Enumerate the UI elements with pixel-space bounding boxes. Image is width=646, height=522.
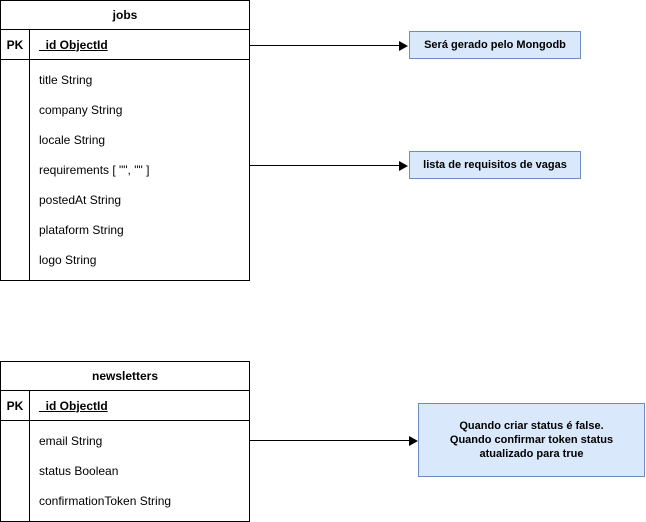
entity-jobs-field-list: title String company String locale Strin… [30,60,249,280]
entity-newsletters-gutter [1,421,30,521]
entity-newsletters-field-list: email String status Boolean confirmation… [30,421,249,521]
entity-jobs-pk-field: _id ObjectId [39,37,108,52]
entity-field: company String [39,103,123,117]
entity-field: title String [39,73,93,87]
entity-jobs[interactable]: jobs PK _id ObjectId title String compan… [0,0,250,281]
note-requirements-list[interactable]: lista de requisitos de vagas [409,151,581,179]
entity-newsletters-pk-field: _id ObjectId [39,398,108,413]
entity-jobs-gutter [1,60,30,280]
entity-newsletters-pk-row[interactable]: PK _id ObjectId [1,391,249,421]
entity-field: status Boolean [39,464,119,478]
note-line: atualizado para true [479,448,584,460]
entity-field: requirements [ "", "" ] [39,163,150,177]
arrowhead-jobs-requirements [399,161,408,171]
entity-jobs-pk-label: PK [1,30,30,59]
arrowhead-newsletters-status [409,436,418,446]
connector-jobs-requirements-to-note [250,165,400,166]
connector-newsletters-status-to-note [250,440,410,441]
note-line: Quando confirmar token status [449,434,614,446]
entity-field: plataform String [39,223,124,237]
arrowhead-jobs-id [399,41,408,51]
entity-newsletters-body: email String status Boolean confirmation… [1,421,249,521]
note-mongodb-generated[interactable]: Será gerado pelo Mongodb [409,31,581,59]
connector-jobs-id-to-note [250,45,400,46]
note-status-behavior[interactable]: Quando criar status é false. Quando conf… [418,403,645,477]
note-line: lista de requisitos de vagas [423,159,567,171]
entity-field: email String [39,434,103,448]
entity-field: postedAt String [39,193,122,207]
entity-field: logo String [39,253,97,267]
entity-jobs-pk-row[interactable]: PK _id ObjectId [1,30,249,60]
entity-field: confirmationToken String [39,494,172,508]
entity-jobs-body: title String company String locale Strin… [1,60,249,280]
entity-newsletters-title: newsletters [1,362,249,391]
entity-newsletters[interactable]: newsletters PK _id ObjectId email String… [0,361,250,522]
note-line: Quando criar status é false. [459,420,604,432]
note-line: Será gerado pelo Mongodb [424,39,566,51]
entity-newsletters-pk-label: PK [1,391,30,420]
entity-jobs-title: jobs [1,1,249,30]
entity-field: locale String [39,133,106,147]
